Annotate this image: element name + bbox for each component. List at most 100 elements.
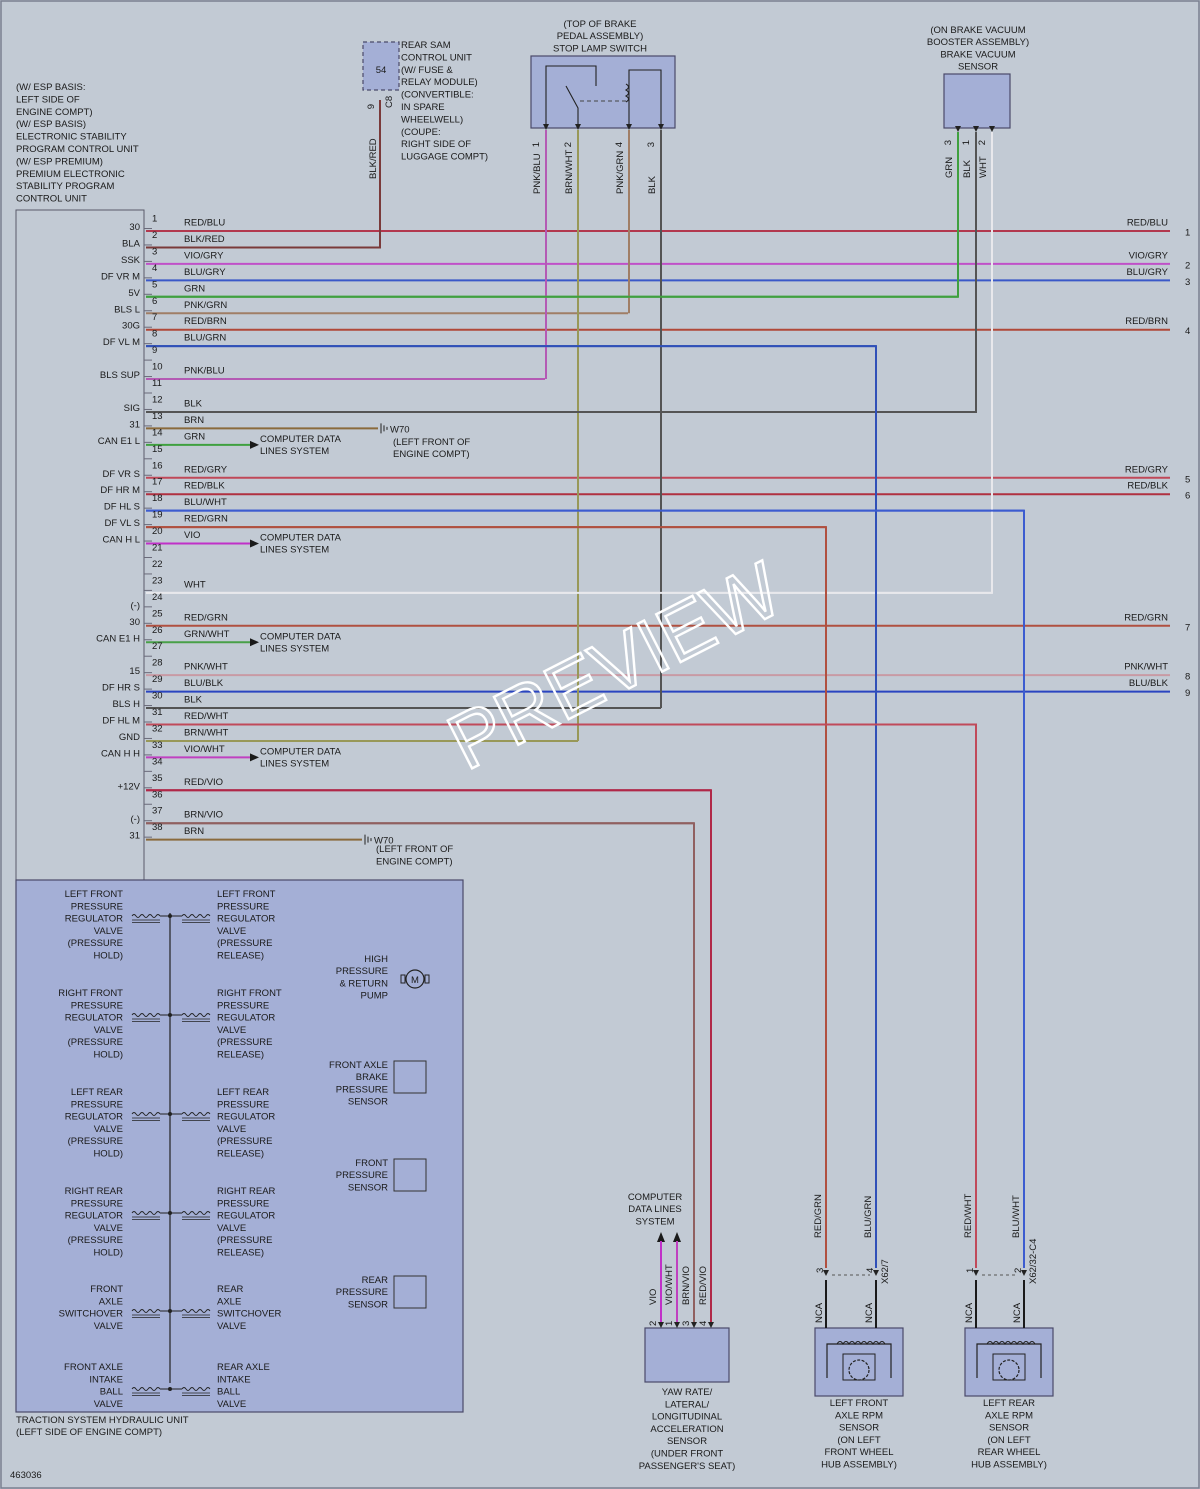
left-valve-label: REGULATOR bbox=[65, 1013, 123, 1024]
cds-label: LINES SYSTEM bbox=[260, 545, 329, 556]
pin-number: 37 bbox=[152, 806, 163, 817]
pump-label: PUMP bbox=[361, 991, 388, 1002]
junction-dot bbox=[168, 1309, 172, 1313]
lf-rpm-wire bbox=[146, 345, 877, 1268]
pin-signal-label: (-) bbox=[131, 600, 141, 611]
right-wire-label: RED/GRN bbox=[1124, 612, 1168, 623]
right-valve-label: PRESSURE bbox=[217, 1099, 269, 1110]
right-valve-label: PRESSURE bbox=[217, 1000, 269, 1011]
pin-number: 14 bbox=[152, 427, 163, 438]
connector-icon bbox=[658, 124, 664, 130]
pin-number: 6 bbox=[152, 296, 157, 307]
connector-icon bbox=[708, 1322, 714, 1328]
vacuum-title: (ON BRAKE VACUUM bbox=[930, 25, 1025, 36]
left-valve-label: REGULATOR bbox=[65, 1112, 123, 1123]
lf-rpm-box bbox=[814, 1327, 904, 1397]
vacuum-title: SENSOR bbox=[958, 62, 998, 73]
pin-number: 27 bbox=[152, 641, 163, 652]
pin-signal-label: CAN E1 L bbox=[98, 436, 140, 447]
wire-color-label: RED/WHT bbox=[184, 711, 229, 722]
pin-number: 2 bbox=[152, 230, 157, 241]
pin-signal-label: 30 bbox=[129, 617, 140, 628]
pin-signal-label: BLS L bbox=[114, 304, 140, 315]
vacuum-pin: 1 bbox=[961, 140, 972, 145]
stop-lamp-wire-label: PNK/BLU bbox=[532, 153, 543, 194]
pin-signal-label: DF VL S bbox=[104, 518, 140, 529]
pin-number: 36 bbox=[152, 789, 163, 800]
connector-icon bbox=[989, 126, 995, 132]
left-valve-label: PRESSURE bbox=[71, 1099, 123, 1110]
vacuum-wire bbox=[146, 132, 977, 413]
lf-rpm-label: LEFT FRONT bbox=[830, 1398, 889, 1409]
lr-rpm-wire-label: BLU/WHT bbox=[1011, 1195, 1022, 1238]
rear-sam-label: RELAY MODULE) bbox=[401, 77, 478, 88]
cds-label: COMPUTER DATA bbox=[260, 434, 342, 445]
left-valve-label: RIGHT FRONT bbox=[58, 988, 123, 999]
wire-color-label: PNK/WHT bbox=[184, 662, 228, 673]
solenoid-icon bbox=[131, 1387, 161, 1391]
pin-number: 4 bbox=[152, 263, 157, 274]
lr-rpm-wire bbox=[146, 723, 977, 1268]
pin-number: 18 bbox=[152, 493, 163, 504]
left-valve-label: FRONT AXLE bbox=[64, 1362, 123, 1373]
solenoid-icon bbox=[131, 1211, 161, 1215]
sensor-coil-icon bbox=[826, 1343, 892, 1378]
cds-label: COMPUTER DATA bbox=[260, 746, 342, 757]
rear-sam-label: (CONVERTIBLE: bbox=[401, 90, 474, 101]
connector-icon bbox=[626, 124, 632, 130]
pin-signal-label: 30G bbox=[122, 321, 140, 332]
pin-number: 12 bbox=[152, 394, 163, 405]
left-valve-label: (PRESSURE bbox=[68, 1136, 123, 1147]
pin-number: 16 bbox=[152, 460, 163, 471]
motor-icon bbox=[424, 974, 430, 984]
rear-sam-label: CONTROL UNIT bbox=[401, 52, 472, 63]
right-wire-label: RED/BRN bbox=[1125, 316, 1168, 327]
nca-label: NCA bbox=[964, 1302, 975, 1323]
hydraulic-title: TRACTION SYSTEM HYDRAULIC UNIT bbox=[16, 1415, 189, 1426]
wire-color-label: VIO/WHT bbox=[184, 744, 225, 755]
left-valve-label: (PRESSURE bbox=[68, 1235, 123, 1246]
left-valve-label: SWITCHOVER bbox=[59, 1309, 124, 1320]
right-valve-label: AXLE bbox=[217, 1296, 241, 1307]
stop-lamp-wire-label: PNK/GRN bbox=[615, 151, 626, 194]
pin-signal-label: CAN H H bbox=[101, 748, 140, 759]
pin-number: 23 bbox=[152, 575, 163, 586]
lf-rpm-label: SENSOR bbox=[839, 1423, 879, 1434]
pressure-sensor-label: PRESSURE bbox=[336, 1287, 388, 1298]
right-valve-label: VALVE bbox=[217, 1124, 246, 1135]
ground-name: W70 bbox=[374, 836, 394, 847]
wire-color-label: RED/BRN bbox=[184, 316, 227, 327]
pump-label: & RETURN bbox=[339, 978, 388, 989]
pin-signal-label: DF HL S bbox=[104, 502, 140, 513]
pin-signal-label: 15 bbox=[129, 666, 140, 677]
vacuum-wire-label: BLK bbox=[962, 159, 973, 178]
right-valve-label: RELEASE) bbox=[217, 1248, 264, 1259]
solenoid-icon bbox=[181, 1211, 211, 1215]
ecu-title: STABILITY PROGRAM bbox=[16, 181, 114, 192]
pin-signal-label: DF HL M bbox=[102, 716, 140, 727]
pin-number: 32 bbox=[152, 723, 163, 734]
output-number: 5 bbox=[1185, 474, 1190, 485]
right-valve-label: (PRESSURE bbox=[217, 1037, 272, 1048]
wire-color-label: GRN bbox=[184, 283, 205, 294]
yaw-label: SENSOR bbox=[667, 1436, 707, 1447]
arrow-icon bbox=[250, 539, 259, 548]
pin-signal-label: GND bbox=[119, 732, 140, 743]
right-valve-label: VALVE bbox=[217, 1223, 246, 1234]
pin-signal-label: BLS H bbox=[113, 699, 141, 710]
right-valve-label: VALVE bbox=[217, 1321, 246, 1332]
wire-color-label: BRN/WHT bbox=[184, 727, 229, 738]
cds-label: LINES SYSTEM bbox=[260, 446, 329, 457]
wire-color-label: VIO/GRY bbox=[184, 250, 224, 261]
lr-rpm-label: LEFT REAR bbox=[983, 1398, 1035, 1409]
pin-signal-label: DF VR S bbox=[103, 469, 140, 480]
right-wire-label: RED/BLU bbox=[1127, 218, 1168, 229]
ecu-title: PREMIUM ELECTRONIC bbox=[16, 169, 125, 180]
cds-label: COMPUTER DATA bbox=[260, 631, 342, 642]
tone-wheel-icon bbox=[998, 1359, 1020, 1381]
pin-number: 29 bbox=[152, 674, 163, 685]
lf-rpm-label: (ON LEFT bbox=[837, 1435, 880, 1446]
lf-rpm-connector: X62/7 bbox=[880, 1259, 891, 1284]
